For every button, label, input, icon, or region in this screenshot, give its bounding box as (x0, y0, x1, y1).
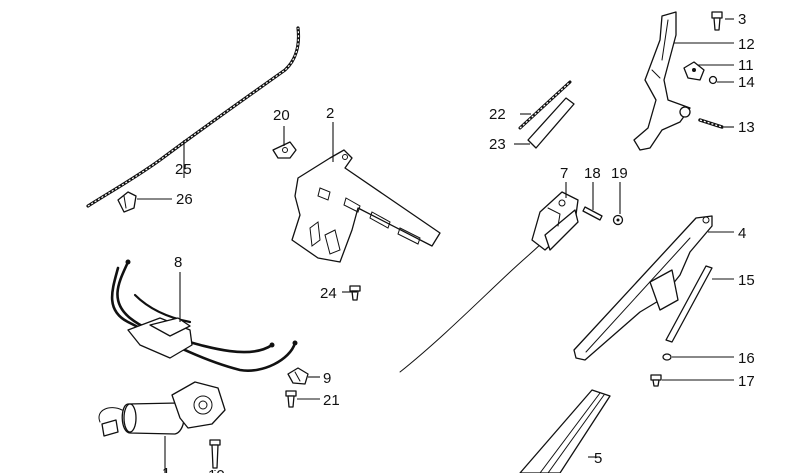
threaded-rod-part (698, 118, 724, 129)
nut-14-part (708, 75, 718, 85)
spring-rod-part (518, 80, 572, 130)
callout-11: 11 (738, 57, 754, 74)
callout-17: 17 (738, 373, 755, 390)
callout-10: 10 (208, 467, 225, 473)
callout-8: 8 (174, 254, 182, 271)
rod-15-part (665, 265, 713, 343)
bolt-3-part (711, 11, 723, 31)
regulator-slider-part (399, 191, 579, 373)
callout-26: 26 (176, 191, 193, 208)
screw-21-part (285, 390, 297, 408)
pin-18-part (582, 206, 603, 221)
callout-1: 1 (162, 465, 170, 473)
callout-9: 9 (323, 370, 331, 387)
callout-3: 3 (738, 11, 746, 28)
callout-20: 20 (273, 107, 290, 124)
callout-15: 15 (738, 272, 755, 289)
guide-rail-part (573, 215, 713, 361)
clip-9-part (287, 367, 309, 385)
pivot-11-part (683, 61, 705, 81)
leader-lines (137, 18, 734, 473)
callout-21: 21 (323, 392, 340, 409)
sleeve-part (527, 97, 575, 149)
mounting-bracket-part (291, 149, 441, 263)
window-motor-part (98, 381, 226, 437)
nut-19-part (612, 214, 624, 226)
callout-16: 16 (738, 350, 755, 367)
window-channel-part (519, 389, 611, 473)
lever-bracket-part (633, 11, 691, 151)
screw-17-part (650, 374, 662, 387)
callout-5: 5 (594, 450, 602, 467)
callout-23: 23 (489, 136, 506, 153)
callout-labels: 1 2 3 4 5 7 8 9 10 11 12 13 14 15 16 17 … (162, 11, 755, 473)
cable-clip-part (117, 191, 137, 213)
callout-13: 13 (738, 119, 755, 136)
callout-18: 18 (584, 165, 601, 182)
coil-cable-part (86, 26, 301, 208)
oring-16-part (662, 353, 672, 361)
wiring-harness-part (110, 259, 298, 372)
screw-24-part (349, 285, 361, 301)
screw-10-part (209, 439, 221, 469)
callout-24: 24 (320, 285, 337, 302)
callout-25: 25 (175, 161, 192, 178)
callout-14: 14 (738, 74, 755, 91)
small-bracket-part (272, 141, 297, 159)
callout-7: 7 (560, 165, 568, 182)
callout-19: 19 (611, 165, 628, 182)
callout-22: 22 (489, 106, 506, 123)
callout-4: 4 (738, 225, 746, 242)
callout-12: 12 (738, 36, 755, 53)
callout-2: 2 (326, 105, 334, 122)
